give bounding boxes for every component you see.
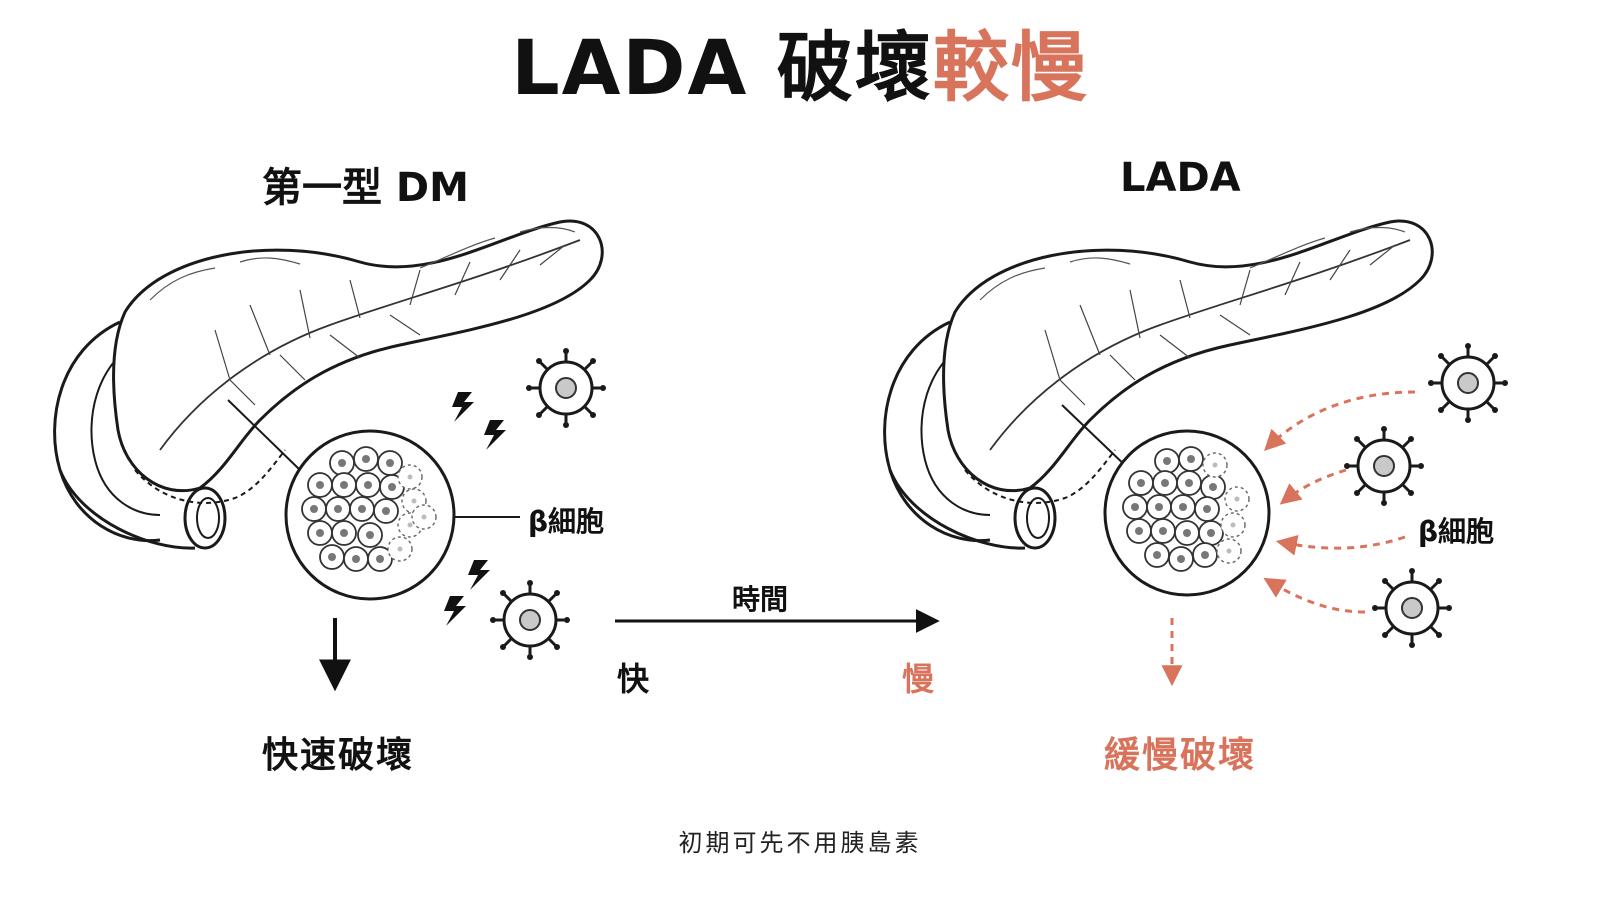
left-islet bbox=[284, 429, 456, 601]
right-attack-arrows bbox=[1161, 390, 1416, 687]
right-immune-cell-3 bbox=[1370, 566, 1454, 650]
right-immune-cell-2 bbox=[1342, 424, 1426, 508]
right-islet bbox=[1103, 429, 1271, 597]
left-bolt-1 bbox=[452, 392, 474, 422]
left-immune-cell-top bbox=[524, 346, 608, 430]
right-immune-cell-1 bbox=[1426, 341, 1510, 425]
right-panel-heading: LADA bbox=[1120, 155, 1241, 201]
timeline-slow-label: 慢 bbox=[902, 660, 935, 698]
timeline-label: 時間 bbox=[732, 583, 789, 616]
left-outcome-label: 快速破壞 bbox=[262, 735, 415, 776]
timeline-fast-label: 快 bbox=[617, 660, 650, 698]
left-bolt-4 bbox=[444, 596, 466, 626]
left-bolt-2 bbox=[484, 420, 506, 450]
footnote: 初期可先不用胰島素 bbox=[678, 829, 922, 857]
right-outcome-label: 緩慢破壞 bbox=[1104, 735, 1257, 776]
main-title-accent: 較慢 bbox=[932, 23, 1089, 112]
left-panel-heading: 第一型 DM bbox=[262, 165, 469, 211]
left-immune-cell-bottom bbox=[488, 578, 572, 662]
left-bolt-3 bbox=[468, 560, 490, 590]
right-beta-cell-label: β細胞 bbox=[1418, 515, 1495, 548]
main-title-text: LADA 破壞 bbox=[511, 23, 933, 112]
main-title: LADA 破壞較慢 bbox=[0, 30, 1600, 106]
left-beta-cell-label: β細胞 bbox=[528, 505, 605, 538]
